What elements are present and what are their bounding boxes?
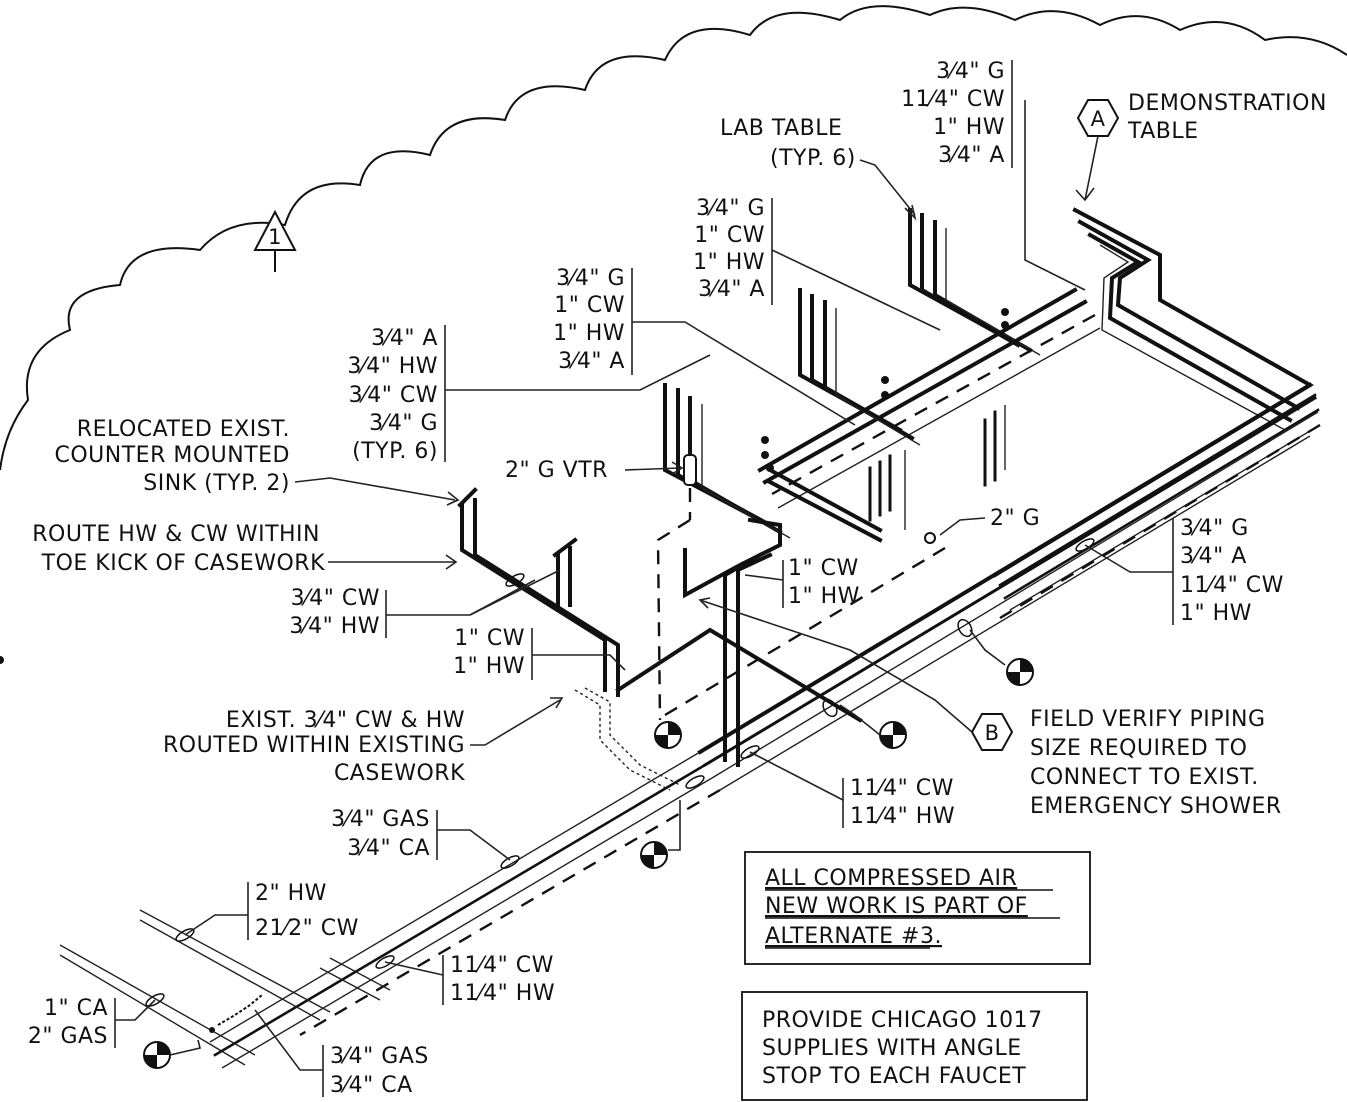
callout-table-1: 3⁄4" A 3⁄4" HW 3⁄4" CW 3⁄4" G (TYP. 6) bbox=[347, 325, 711, 464]
callout-gas-ca-bottom: 3⁄4" GAS 3⁄4" CA bbox=[254, 1009, 429, 1098]
lab-table-piping bbox=[663, 208, 1101, 543]
revision-cloud bbox=[0, 5, 1347, 471]
tag-a-label-1: DEMONSTRATION bbox=[1128, 91, 1327, 116]
callout-sink-branch: 3⁄4" CW 3⁄4" HW bbox=[289, 569, 561, 639]
callout-main-mid: 11⁄4" CW 11⁄4" HW bbox=[749, 751, 955, 829]
svg-text:1" HW: 1" HW bbox=[1180, 601, 1252, 626]
svg-text:3⁄4" A: 3⁄4" A bbox=[1180, 544, 1247, 569]
callout-demo-table: 3⁄4" G 11⁄4" CW 1" HW 3⁄4" A bbox=[901, 59, 1086, 291]
svg-text:11⁄4" CW: 11⁄4" CW bbox=[450, 953, 554, 978]
svg-text:1" HW: 1" HW bbox=[693, 250, 765, 275]
connection-symbols bbox=[143, 629, 1034, 1069]
svg-text:RELOCATED EXIST.: RELOCATED EXIST. bbox=[77, 417, 290, 442]
sink-branch-piping bbox=[457, 454, 946, 791]
note-chicago: PROVIDE CHICAGO 1017 SUPPLIES WITH ANGLE… bbox=[741, 991, 1088, 1101]
svg-text:3⁄4" G: 3⁄4" G bbox=[696, 196, 765, 221]
tag-a-label-2: TABLE bbox=[1127, 119, 1199, 144]
tag-b: B FIELD VERIFY PIPING SIZE REQUIRED TO C… bbox=[698, 597, 1282, 819]
svg-text:(TYP. 6): (TYP. 6) bbox=[770, 146, 856, 171]
svg-text:1" HW: 1" HW bbox=[453, 654, 525, 679]
callout-ca-gas-left: 1" CA 2" GAS bbox=[28, 996, 156, 1049]
svg-text:21⁄2" CW: 21⁄2" CW bbox=[255, 916, 359, 941]
svg-text:3⁄4" G: 3⁄4" G bbox=[556, 266, 625, 291]
svg-text:NEW WORK IS PART OF: NEW WORK IS PART OF bbox=[765, 894, 1028, 919]
svg-text:3⁄4" A: 3⁄4" A bbox=[938, 143, 1005, 168]
svg-text:3⁄4" A: 3⁄4" A bbox=[558, 349, 625, 374]
callout-gas-2: 2" G bbox=[939, 506, 1040, 536]
svg-text:11⁄4" CW: 11⁄4" CW bbox=[901, 87, 1005, 112]
svg-text:ALL COMPRESSED AIR: ALL COMPRESSED AIR bbox=[765, 866, 1017, 891]
callout-vtr: 2" G VTR bbox=[505, 458, 684, 483]
svg-text:3⁄4" CA: 3⁄4" CA bbox=[347, 836, 430, 861]
callout-table-3: 3⁄4" G 1" CW 1" HW 3⁄4" A bbox=[693, 196, 941, 331]
svg-text:2" GAS: 2" GAS bbox=[28, 1024, 108, 1049]
svg-text:ROUTE HW & CW WITHIN: ROUTE HW & CW WITHIN bbox=[32, 522, 320, 547]
revision-number: 1 bbox=[268, 225, 282, 249]
svg-text:EXIST. 3⁄4" CW & HW: EXIST. 3⁄4" CW & HW bbox=[226, 708, 465, 733]
callout-mid-branch: 1" CW 1" HW bbox=[453, 626, 626, 680]
svg-text:PROVIDE CHICAGO 1017: PROVIDE CHICAGO 1017 bbox=[762, 1008, 1043, 1033]
tag-a-letter: A bbox=[1091, 107, 1106, 131]
svg-text:1" CW: 1" CW bbox=[454, 626, 525, 651]
callout-riser: 1" CW 1" HW bbox=[744, 556, 860, 609]
tag-b-label-1: FIELD VERIFY PIPING bbox=[1030, 707, 1266, 732]
svg-text:(TYP. 6): (TYP. 6) bbox=[352, 439, 438, 464]
svg-text:11⁄4" HW: 11⁄4" HW bbox=[850, 804, 955, 829]
svg-text:3⁄4" G: 3⁄4" G bbox=[1180, 516, 1249, 541]
svg-text:1" CW: 1" CW bbox=[694, 223, 765, 248]
tag-b-letter: B bbox=[985, 721, 1000, 745]
svg-text:ROUTED WITHIN EXISTING: ROUTED WITHIN EXISTING bbox=[163, 733, 465, 758]
svg-text:3⁄4" HW: 3⁄4" HW bbox=[347, 354, 438, 379]
callout-gas-ca: 3⁄4" GAS 3⁄4" CA bbox=[331, 807, 511, 861]
callout-main-right: 3⁄4" G 3⁄4" A 11⁄4" CW 1" HW bbox=[1084, 516, 1284, 626]
svg-text:3⁄4" GAS: 3⁄4" GAS bbox=[331, 807, 430, 832]
svg-text:3⁄4" CA: 3⁄4" CA bbox=[330, 1073, 413, 1098]
svg-text:SINK (TYP. 2): SINK (TYP. 2) bbox=[143, 471, 290, 496]
callout-hw-cw-left: 2" HW 21⁄2" CW bbox=[184, 881, 359, 941]
lower-left-branch-piping bbox=[59, 538, 1095, 1066]
tag-b-label-4: EMERGENCY SHOWER bbox=[1030, 794, 1282, 819]
svg-text:1" CA: 1" CA bbox=[44, 996, 108, 1021]
svg-text:STOP TO EACH FAUCET: STOP TO EACH FAUCET bbox=[762, 1064, 1026, 1089]
svg-text:COUNTER MOUNTED: COUNTER MOUNTED bbox=[55, 443, 291, 468]
callout-exist-casework: EXIST. 3⁄4" CW & HW ROUTED WITHIN EXISTI… bbox=[163, 697, 564, 786]
svg-text:TOE KICK OF CASEWORK: TOE KICK OF CASEWORK bbox=[41, 551, 325, 576]
svg-text:ALTERNATE #3.: ALTERNATE #3. bbox=[765, 924, 942, 949]
svg-text:1" HW: 1" HW bbox=[553, 321, 625, 346]
svg-text:3⁄4" HW: 3⁄4" HW bbox=[289, 614, 380, 639]
tag-a: A DEMONSTRATION TABLE bbox=[1075, 91, 1327, 202]
svg-text:LAB TABLE: LAB TABLE bbox=[720, 116, 842, 141]
callout-lab-table: LAB TABLE (TYP. 6) bbox=[720, 116, 917, 221]
svg-text:11⁄4" CW: 11⁄4" CW bbox=[850, 776, 954, 801]
callout-sink: RELOCATED EXIST. COUNTER MOUNTED SINK (T… bbox=[55, 417, 460, 506]
svg-text:3⁄4" CW: 3⁄4" CW bbox=[291, 586, 380, 611]
svg-text:SUPPLIES WITH ANGLE: SUPPLIES WITH ANGLE bbox=[762, 1036, 1022, 1061]
svg-text:3⁄4" G: 3⁄4" G bbox=[936, 59, 1005, 84]
svg-text:2" HW: 2" HW bbox=[255, 881, 327, 906]
tag-b-label-2: SIZE REQUIRED TO bbox=[1030, 736, 1247, 761]
svg-text:3⁄4" G: 3⁄4" G bbox=[369, 411, 438, 436]
svg-text:3⁄4" CW: 3⁄4" CW bbox=[349, 383, 438, 408]
tag-b-label-3: CONNECT TO EXIST. bbox=[1030, 765, 1259, 790]
svg-text:11⁄4" HW: 11⁄4" HW bbox=[450, 981, 555, 1006]
svg-text:2" G: 2" G bbox=[990, 506, 1040, 531]
edge-mark bbox=[0, 656, 4, 664]
svg-text:1" HW: 1" HW bbox=[933, 115, 1005, 140]
svg-text:CASEWORK: CASEWORK bbox=[334, 761, 465, 786]
svg-text:1" CW: 1" CW bbox=[788, 556, 859, 581]
svg-text:1" HW: 1" HW bbox=[788, 584, 860, 609]
callout-table-2: 3⁄4" G 1" CW 1" HW 3⁄4" A bbox=[553, 266, 856, 426]
revision-triangle: 1 bbox=[253, 209, 297, 272]
callout-main-low: 11⁄4" CW 11⁄4" HW bbox=[384, 953, 555, 1006]
svg-text:3⁄4" A: 3⁄4" A bbox=[371, 326, 438, 351]
svg-text:3⁄4" GAS: 3⁄4" GAS bbox=[330, 1044, 429, 1069]
note-alternate: ALL COMPRESSED AIR NEW WORK IS PART OF A… bbox=[744, 851, 1091, 965]
svg-text:2" G VTR: 2" G VTR bbox=[505, 458, 608, 483]
svg-text:3⁄4" A: 3⁄4" A bbox=[698, 277, 765, 302]
callout-toe-kick: ROUTE HW & CW WITHIN TOE KICK OF CASEWOR… bbox=[32, 522, 458, 576]
svg-text:1" CW: 1" CW bbox=[554, 293, 625, 318]
svg-text:11⁄4" CW: 11⁄4" CW bbox=[1180, 573, 1284, 598]
